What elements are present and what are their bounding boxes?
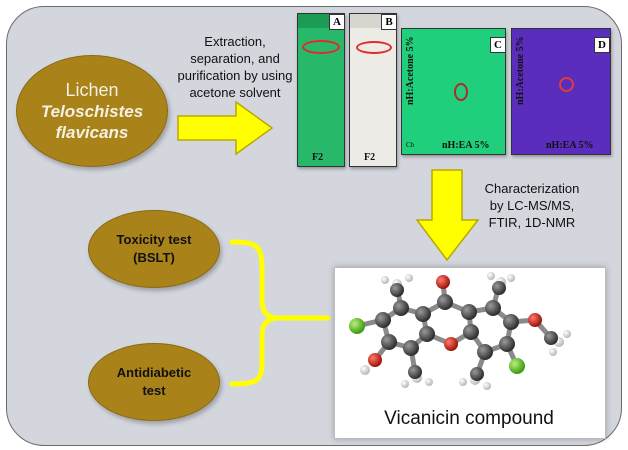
molecule-panel — [334, 267, 606, 439]
extraction-line: acetone solvent — [189, 85, 281, 100]
toxicity-label: Toxicity test — [116, 232, 192, 247]
plate-a-bottom-text: F2 — [312, 152, 324, 163]
spot-circle — [454, 83, 468, 101]
characterization-line: FTIR, 1D-NMR — [488, 215, 576, 230]
plate-label-d: D — [594, 37, 610, 53]
plate-c-corner-text: Cb — [406, 141, 415, 149]
right-arrow-icon — [177, 100, 274, 156]
plate-d-side-text: nH:Acetone 5% — [515, 36, 526, 105]
toxicity-sublabel: (BSLT) — [133, 250, 175, 265]
tlc-plate-a: A F2 — [297, 13, 345, 167]
antidiabetic-test-oval: Antidiabetic test — [88, 343, 220, 421]
antidiabetic-sublabel: test — [142, 383, 166, 398]
species-epithet: flavicans — [55, 123, 129, 142]
characterization-line: Characterization — [484, 181, 580, 196]
lichen-oval: Lichen Teloschistes flavicans — [16, 55, 168, 167]
characterization-text: Characterization by LC-MS/MS, FTIR, 1D-N… — [470, 180, 594, 231]
brace-connector-icon — [229, 239, 331, 387]
plate-label-b: B — [381, 14, 397, 30]
toxicity-test-oval: Toxicity test (BSLT) — [88, 210, 220, 288]
species-genus: Teloschistes — [40, 102, 144, 121]
tlc-plate-b: B F2 — [349, 13, 397, 167]
extraction-line: separation, and — [190, 51, 280, 66]
antidiabetic-label: Antidiabetic — [116, 365, 192, 380]
characterization-line: by LC-MS/MS, — [489, 198, 575, 213]
tlc-plate-c: C nH:Acetone 5% nH:EA 5% Cb — [401, 28, 506, 155]
spot-circle — [302, 40, 340, 54]
plate-c-side-text: nH:Acetone 5% — [405, 36, 416, 105]
plate-label-a: A — [329, 14, 345, 30]
vicanicin-molecule-icon — [349, 272, 571, 390]
plate-label-c: C — [490, 37, 506, 53]
plate-d-bottom-text: nH:EA 5% — [546, 140, 594, 151]
extraction-line: Extraction, — [204, 34, 266, 49]
plate-b-bottom-text: F2 — [364, 152, 376, 163]
spot-circle — [559, 77, 574, 92]
compound-name: Vicanicin compound — [384, 408, 554, 429]
tlc-plate-d: D nH:Acetone 5% nH:EA 5% — [511, 28, 611, 155]
plate-c-bottom-text: nH:EA 5% — [442, 140, 490, 151]
down-arrow-icon — [415, 169, 480, 262]
extraction-text: Extraction, separation, and purification… — [166, 33, 304, 101]
spot-circle — [356, 41, 392, 54]
lichen-label: Lichen — [65, 80, 119, 100]
extraction-line: purification by using — [177, 68, 293, 83]
